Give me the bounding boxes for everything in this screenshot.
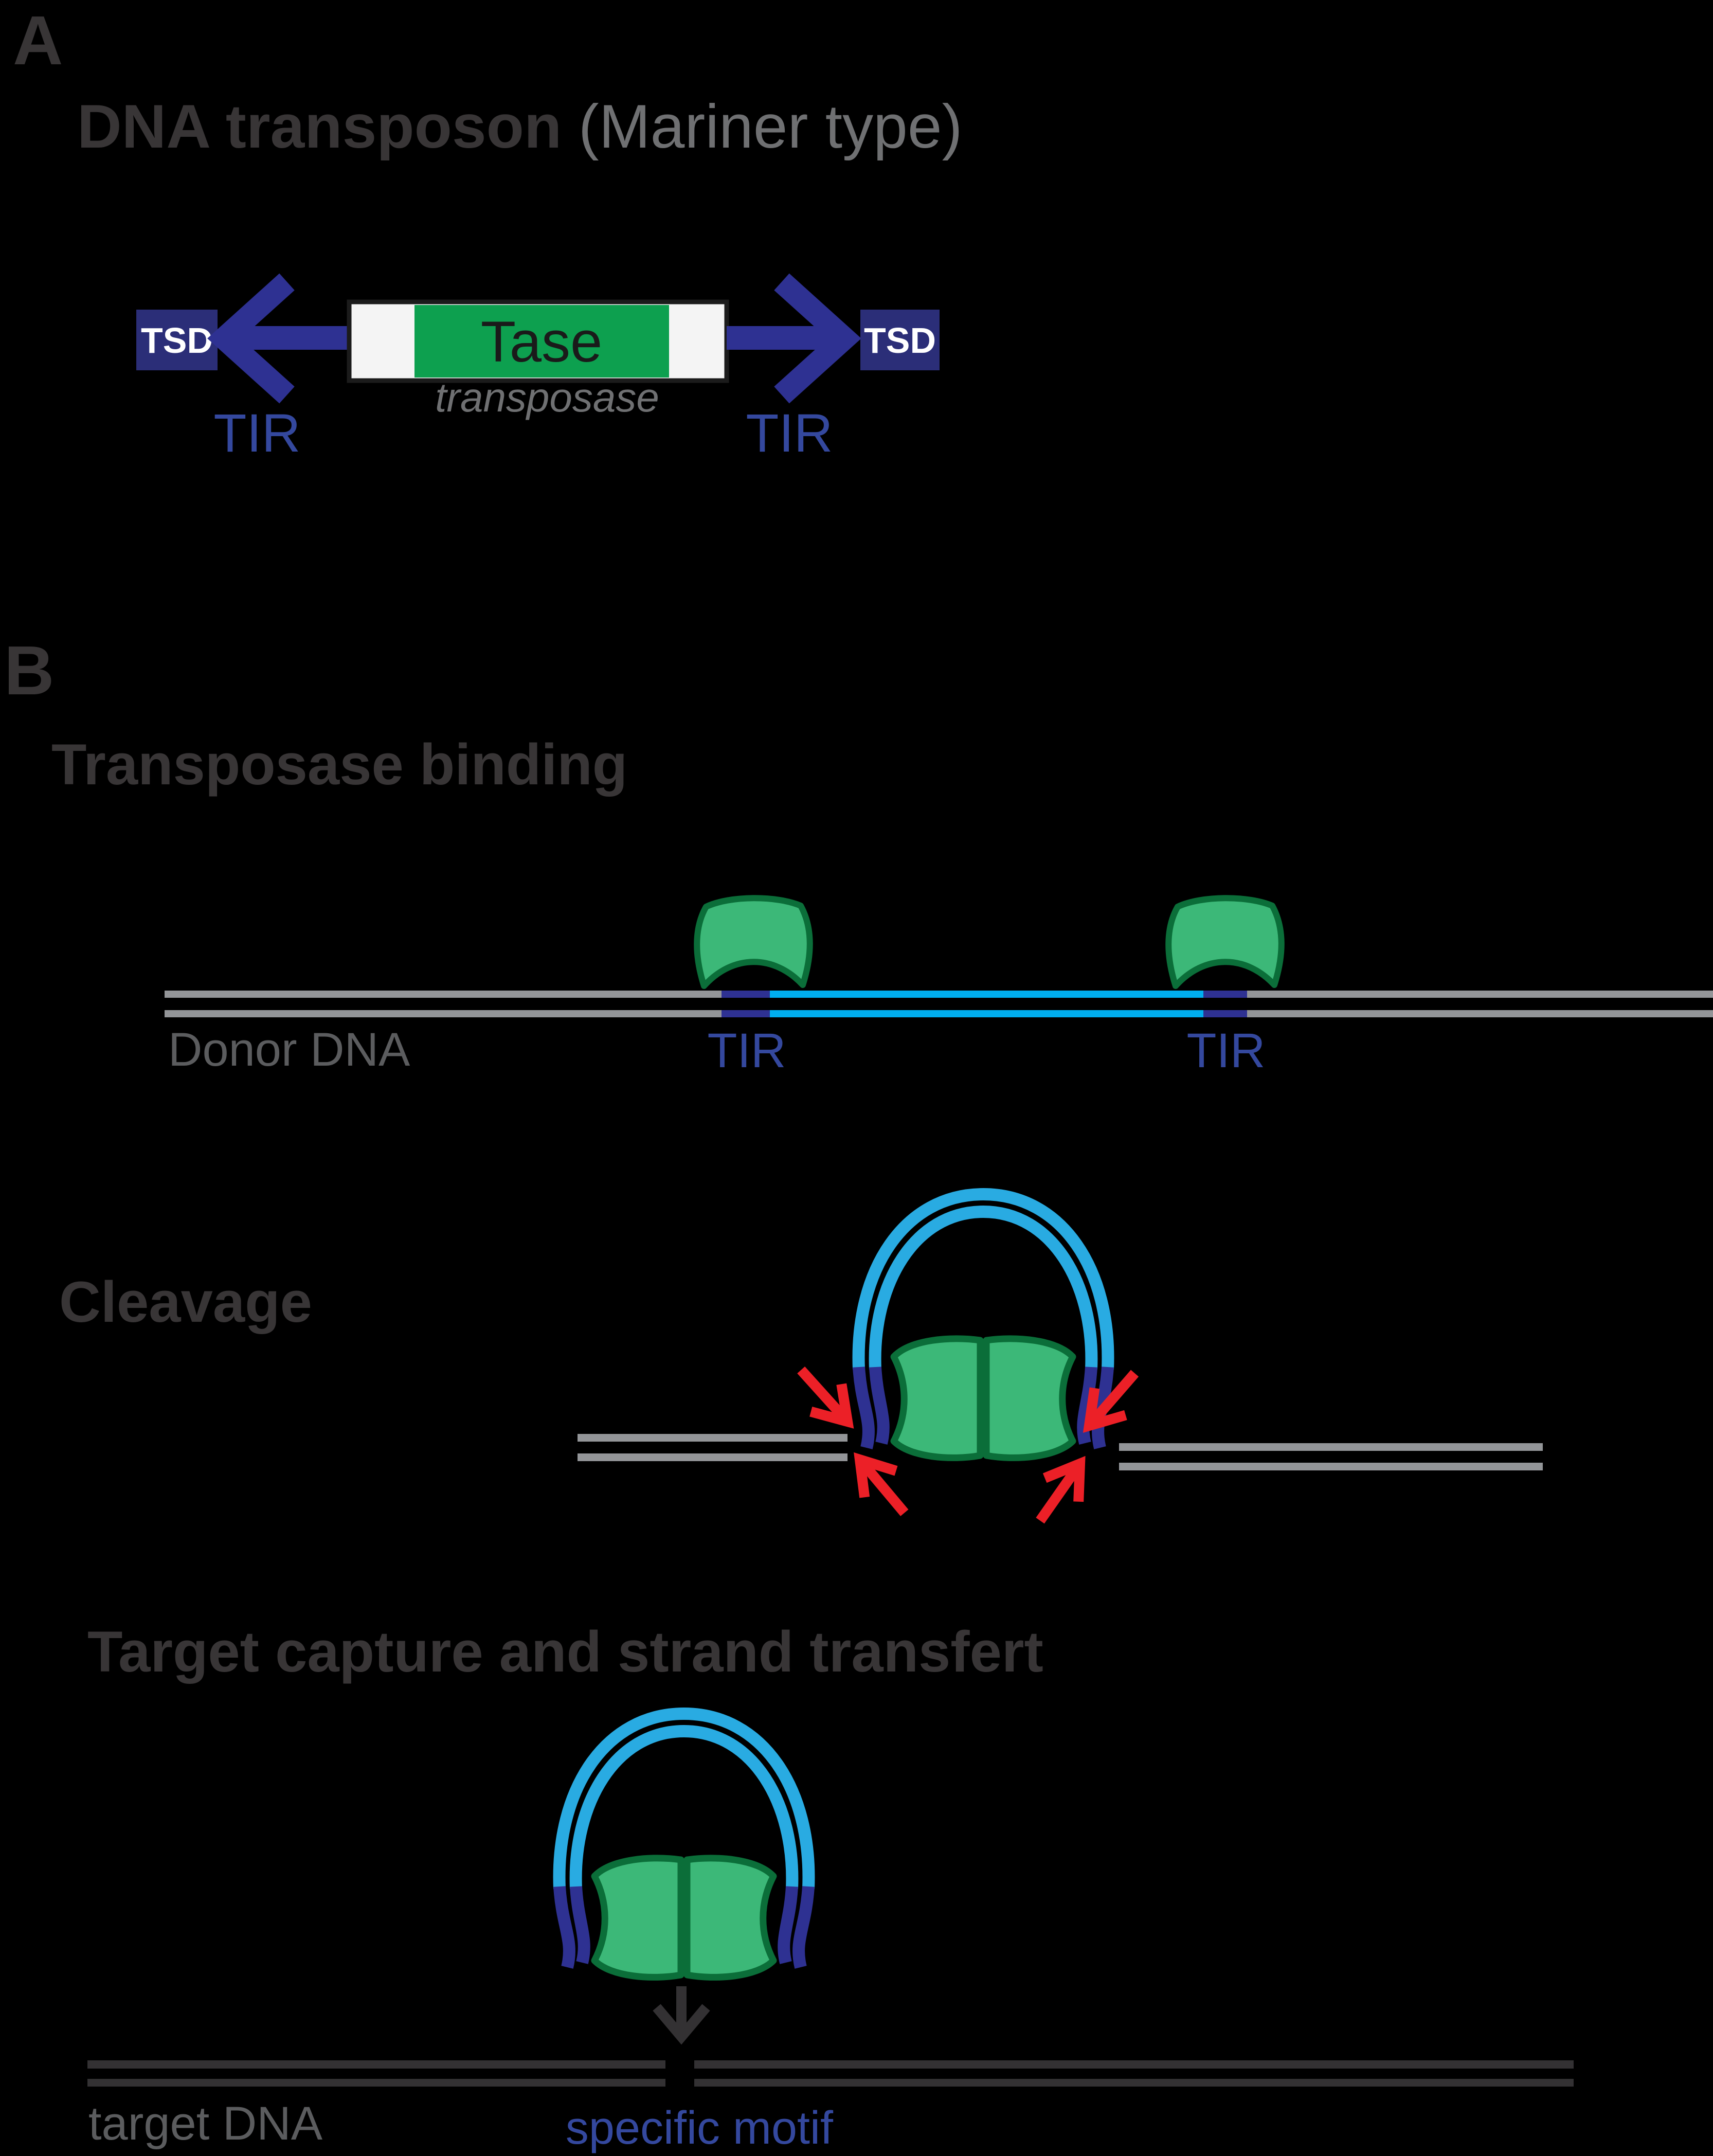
tase-gene-box (414, 305, 669, 378)
tsd-box-left (136, 310, 218, 370)
donor-tir-left-label: TIR (707, 1023, 786, 1078)
cleavage-arrow-upper-left (786, 1356, 863, 1435)
cleavage-arrow-lower-right (1023, 1452, 1097, 1532)
tir-arrow-right-head (774, 273, 861, 404)
target-strand-top-left (87, 2060, 665, 2069)
panel-b: B Transposase binding TIR TIR Donor DNA … (4, 632, 1713, 2154)
donor-dna-label: Donor DNA (168, 1023, 410, 1076)
tir-arrow-left-head (207, 273, 295, 404)
target-strand-top-right (694, 2060, 1574, 2069)
cleaved-flank-left-top (578, 1434, 848, 1442)
panel-b-letter: B (4, 632, 55, 709)
donor-strand-top-transposon (770, 991, 1203, 998)
panel-a-letter: A (13, 2, 63, 79)
target-strand-bottom-right (694, 2079, 1574, 2087)
target-transpososome (560, 1714, 809, 1977)
donor-strand-bottom-transposon (770, 1010, 1203, 1017)
cleavage-scene (578, 1194, 1543, 1533)
tase-label: Tase (481, 310, 603, 374)
donor-strand-bottom-tir2 (1203, 1010, 1247, 1017)
target-capture-scene: target DNA specific motif (87, 1714, 1574, 2154)
cleavage-arrow-lower-left (844, 1446, 920, 1526)
insertion-arrow (653, 1986, 710, 2045)
panel-a-tir-right-label: TIR (746, 403, 833, 463)
donor-strand-bottom-tir1 (722, 1010, 770, 1017)
panel-a-title-bold: DNA transposon (77, 92, 562, 161)
panel-a-title-light: (Mariner type) (579, 92, 963, 161)
tsd-left-label: TSD (141, 320, 213, 361)
target-strand-bottom-left (87, 2079, 665, 2087)
target-dna-label: target DNA (88, 2097, 323, 2150)
step1-title: Transposase binding (51, 732, 627, 797)
cleaved-flank-right-bottom (1119, 1463, 1543, 1470)
transposase-caption: transposase (435, 374, 659, 420)
tsd-box-right (860, 310, 940, 370)
donor-tir-right-label: TIR (1186, 1023, 1265, 1078)
donor-strand-top-tir2 (1203, 991, 1247, 998)
panel-a: A DNA transposon (Mariner type) TSD Tase… (13, 2, 963, 463)
donor-strand-top-tir1 (722, 991, 770, 998)
panel-a-title: DNA transposon (Mariner type) (77, 92, 963, 161)
cleaved-flank-left-bottom (578, 1453, 848, 1461)
tir-arrow-left (207, 273, 349, 404)
insertion-arrow-head (653, 2004, 710, 2045)
tsd-right-label: TSD (864, 320, 936, 361)
tir-arrow-right-shaft (727, 326, 830, 350)
transposase-monomer-left (697, 898, 810, 986)
specific-motif-label: specific motif (566, 2103, 834, 2154)
cleavage-transpososome (859, 1194, 1108, 1458)
step3-title: Target capture and strand transfert (87, 1620, 1043, 1684)
donor-dna-row: TIR TIR Donor DNA (165, 898, 1713, 1078)
transposase-monomer-right (1168, 898, 1282, 986)
panel-a-tir-left-label: TIR (213, 403, 300, 463)
cleaved-flank-right-top (1119, 1443, 1543, 1451)
step2-title: Cleavage (59, 1270, 312, 1334)
tir-arrow-right (727, 273, 861, 404)
